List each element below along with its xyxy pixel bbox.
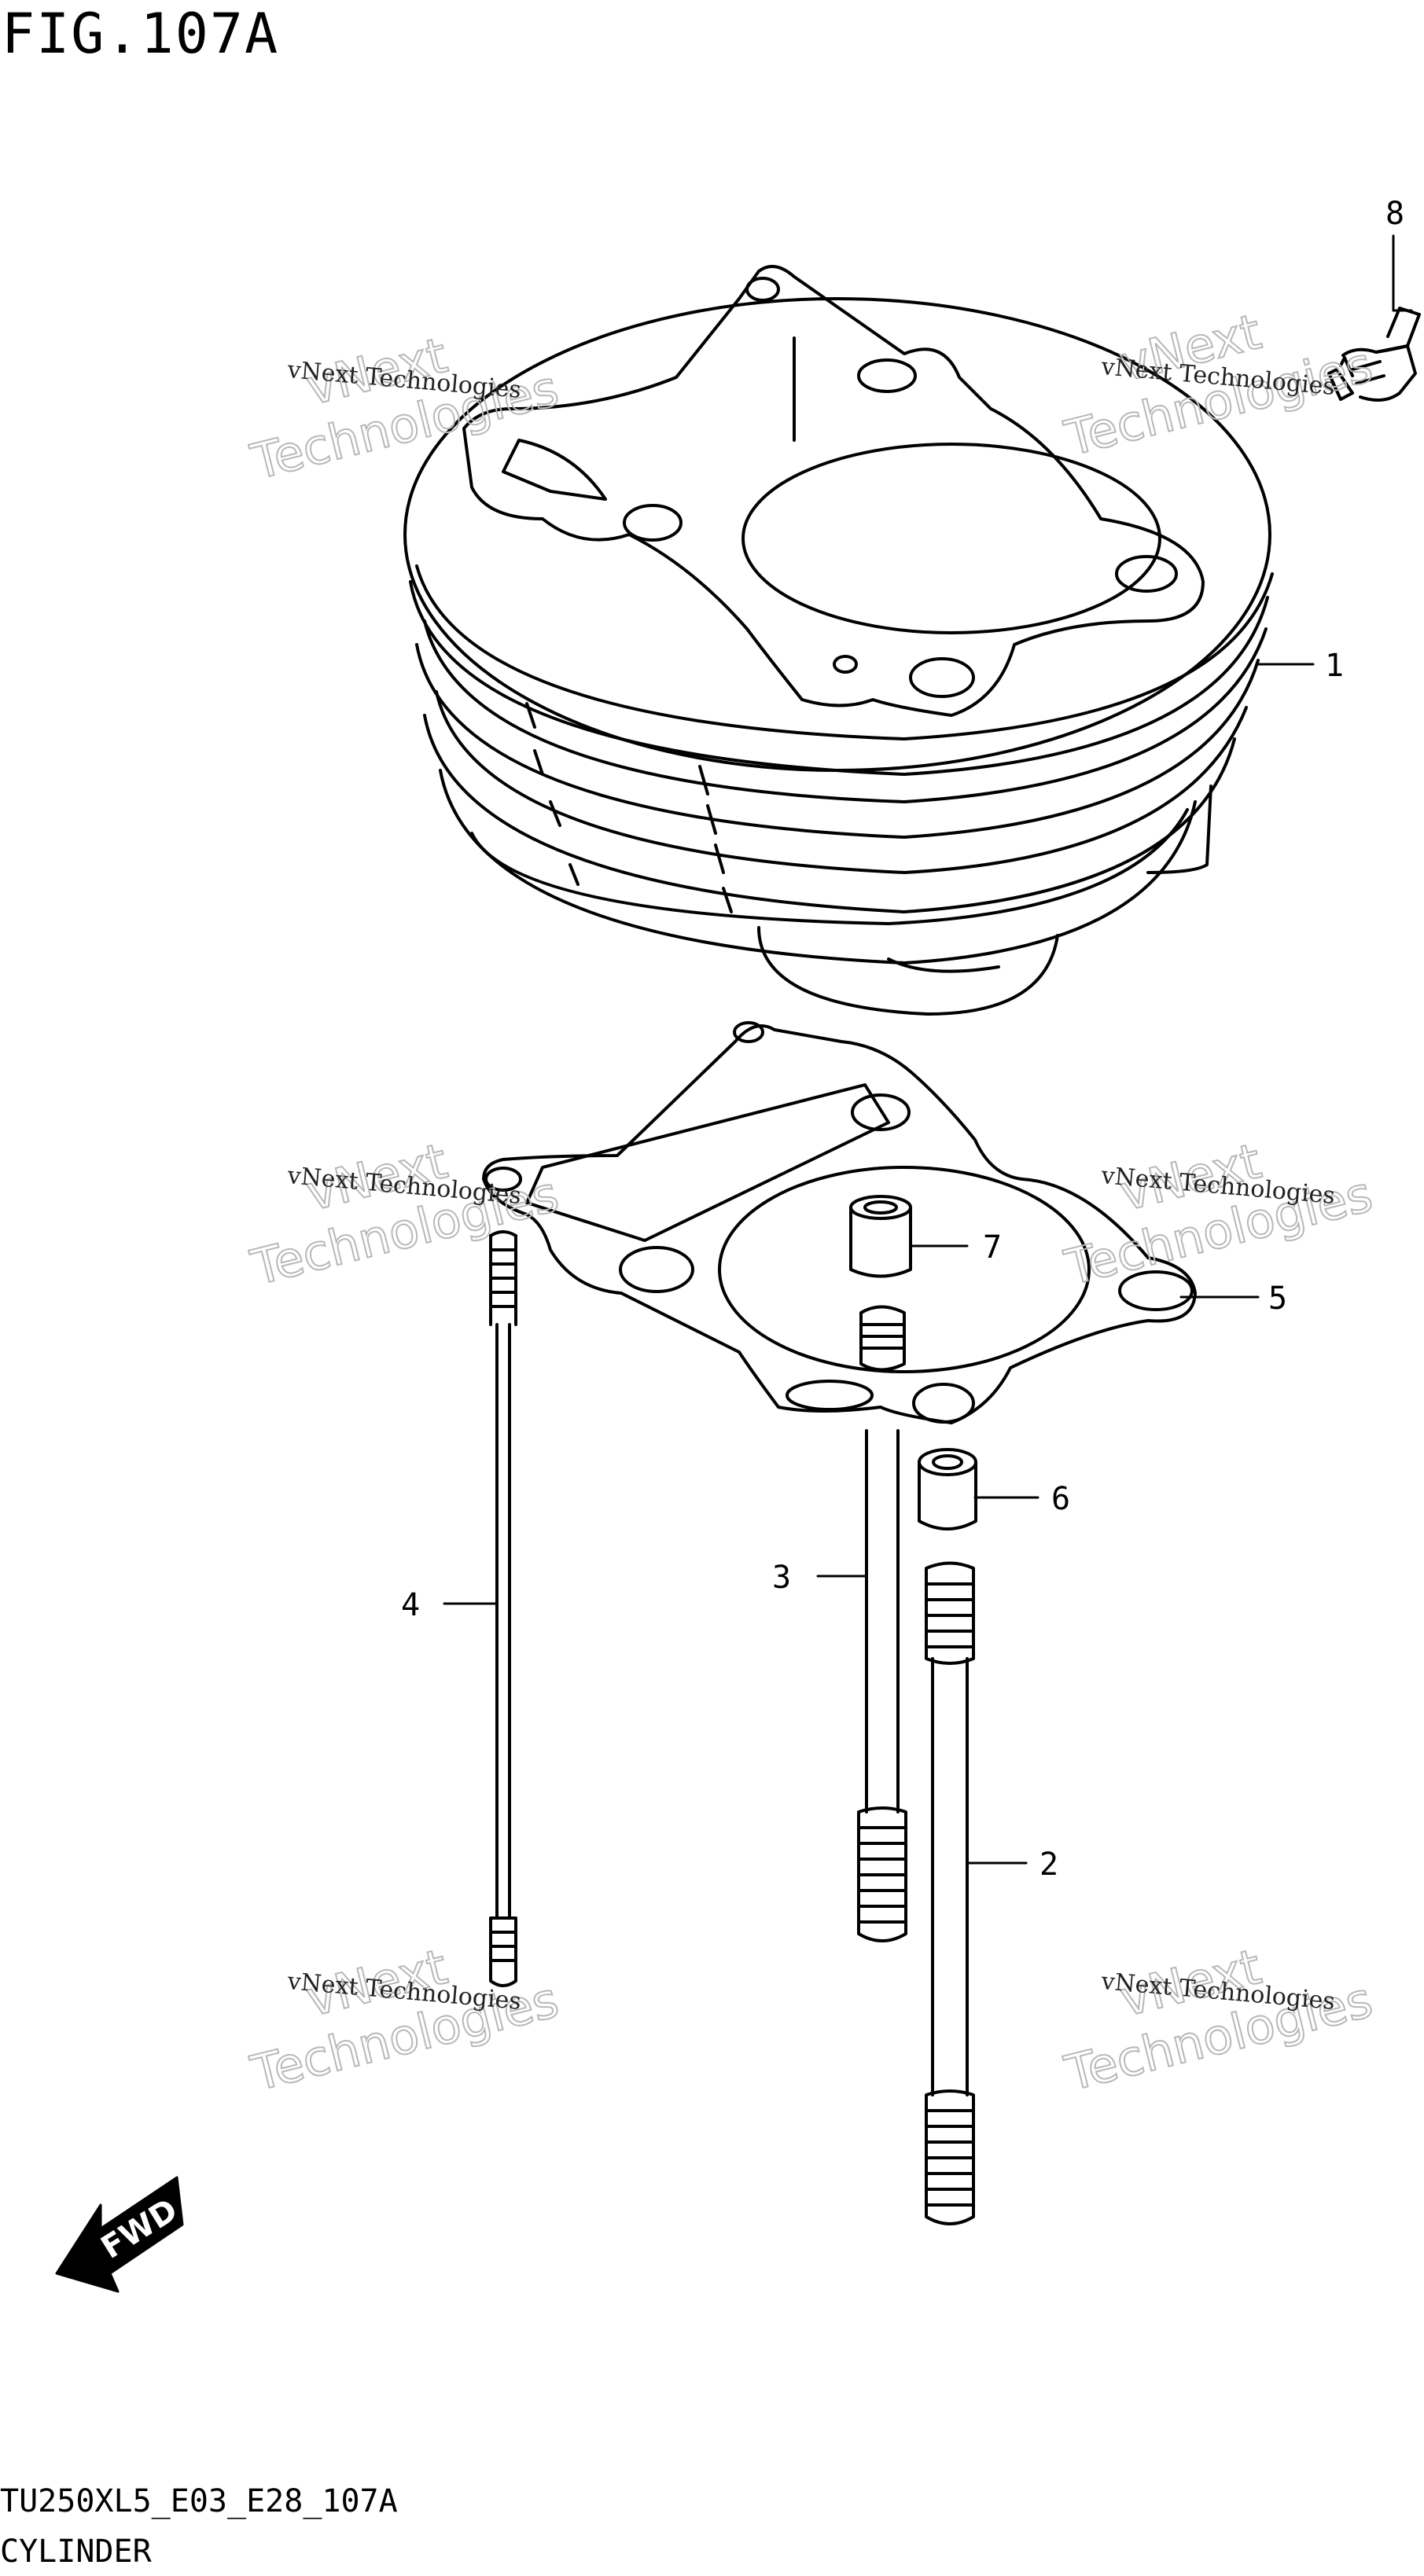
- watermark-bottom-right: vNext Technologies vNext Technologies: [1058, 1937, 1378, 2103]
- dowel-pin-6: [918, 1448, 977, 1531]
- stud-bolt-2: [925, 1561, 975, 2225]
- watermark-mid-left: vNext Technologies vNext Technologies: [245, 1131, 565, 1297]
- callout-1: 1: [1325, 648, 1344, 684]
- diagram-name: CYLINDER: [0, 2534, 152, 2570]
- cylinder-part: [403, 264, 1274, 1016]
- fwd-arrow-icon: FWD: [55, 2176, 184, 2293]
- callout-7: 7: [983, 1229, 1002, 1266]
- callout-5: 5: [1268, 1281, 1287, 1317]
- watermark-bottom-left: vNext Technologies vNext Technologies: [245, 1937, 565, 2103]
- figure-title: FIG.107A: [2, 2, 280, 66]
- callout-3: 3: [772, 1560, 791, 1596]
- base-gasket-part: [482, 1021, 1197, 1424]
- callout-4: 4: [401, 1587, 420, 1623]
- stud-bolt-3: [857, 1429, 907, 1942]
- callout-6: 6: [1051, 1481, 1070, 1517]
- watermark-top-left: vNext Technologies vNext Technologies: [245, 325, 565, 491]
- temperature-sensor-8: [1327, 307, 1421, 402]
- callout-8: 8: [1385, 196, 1404, 232]
- dowel-pin-7: [849, 1195, 912, 1278]
- watermark-mid-right: vNext Technologies vNext Technologies: [1058, 1131, 1378, 1297]
- watermark-top-right: vNext Technologies vNext Technologies: [1058, 302, 1378, 468]
- leader-lines: [443, 234, 1413, 1865]
- stud-bolt-4: [489, 1230, 517, 1987]
- stud-end-3-upper: [859, 1305, 906, 1372]
- diagram-code: TU250XL5_E03_E28_107A: [0, 2483, 398, 2519]
- callout-2: 2: [1039, 1847, 1058, 1883]
